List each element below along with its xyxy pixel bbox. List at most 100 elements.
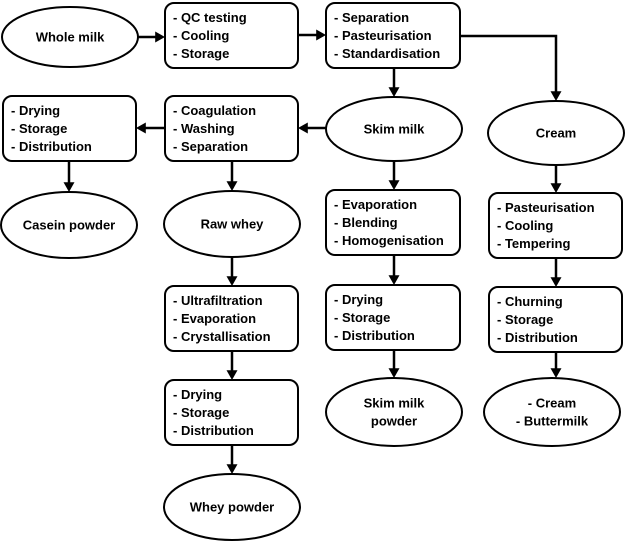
edge-ultrafiltration-to-drying-whey	[226, 351, 238, 380]
process-box	[164, 285, 299, 352]
node-skim-milk-powder: Skim milk powder	[325, 377, 463, 447]
node-cream-buttermilk: - Cream - Buttermilk	[483, 377, 621, 447]
node-cream: Cream	[487, 100, 625, 166]
edge-line	[460, 34, 558, 94]
edge-qc-to-separation	[298, 29, 326, 41]
step-label: - Blending	[334, 215, 398, 230]
step-label: - QC testing	[173, 10, 247, 25]
arrowhead	[155, 31, 165, 43]
arrowhead	[226, 181, 238, 191]
step-label: - Distribution	[497, 330, 578, 345]
arrowhead	[226, 370, 238, 380]
step-label: - Cooling	[497, 218, 553, 233]
edge-skim-milk-to-evaporation	[388, 161, 400, 190]
node-qc: - QC testing - Cooling - Storage	[164, 2, 299, 69]
step-label: - Storage	[173, 46, 229, 61]
step-label: - Drying	[334, 292, 383, 307]
process-box	[164, 2, 299, 69]
arrowhead	[226, 464, 238, 474]
arrowhead	[316, 29, 326, 41]
node-label: Whole milk	[36, 30, 105, 45]
edge-whole-milk-to-qc	[138, 31, 165, 43]
step-label: - Storage	[497, 312, 553, 327]
node-whey-powder: Whey powder	[163, 473, 301, 541]
step-label: - Distribution	[173, 423, 254, 438]
node-label: - Cream	[528, 396, 576, 411]
arrowhead	[136, 122, 146, 134]
node-ultrafiltration: - Ultrafiltration- Evaporation- Crystall…	[164, 285, 299, 352]
arrowhead	[550, 91, 562, 101]
node-pasteurisation-cream: - Pasteurisation - Cooling - Tempering	[488, 192, 623, 259]
arrowhead	[388, 368, 400, 378]
edge-raw-whey-to-ultrafiltration	[226, 257, 238, 286]
edge-cream-to-pasteurisation-cream	[550, 165, 562, 193]
step-label: - Distribution	[334, 328, 415, 343]
process-box	[325, 2, 461, 69]
node-whole-milk: Whole milk	[1, 6, 139, 68]
step-label: - Separation	[173, 139, 248, 154]
edge-skim-milk-to-coagulation	[298, 122, 326, 134]
edge-coagulation-to-drying-casein	[136, 122, 165, 134]
arrowhead	[550, 368, 562, 378]
node-skim-milk: Skim milk	[325, 96, 463, 162]
node-raw-whey: Raw whey	[163, 190, 301, 258]
node-label: - Buttermilk	[516, 414, 589, 429]
node-label: Casein powder	[23, 218, 115, 233]
arrowhead	[388, 180, 400, 190]
step-label: - Evaporation	[173, 311, 256, 326]
terminal-ellipse	[325, 377, 463, 447]
step-label: - Standardisation	[334, 46, 440, 61]
node-separation: - Separation- Pasteurisation- Standardis…	[325, 2, 461, 69]
node-label: powder	[371, 414, 417, 429]
edge-separation-to-skim-milk	[388, 68, 400, 97]
terminal-ellipse	[0, 191, 138, 259]
node-label: Skim milk	[364, 122, 425, 137]
step-label: - Storage	[334, 310, 390, 325]
step-label: - Distribution	[11, 139, 92, 154]
edges	[63, 29, 562, 474]
edge-evaporation-to-drying-skim	[388, 255, 400, 285]
terminal-ellipse	[483, 377, 621, 447]
step-label: - Washing	[173, 121, 235, 136]
step-label: - Pasteurisation	[497, 200, 595, 215]
node-label: Whey powder	[190, 500, 275, 515]
step-label: - Drying	[11, 103, 60, 118]
terminal-ellipse	[163, 190, 301, 258]
terminal-ellipse	[163, 473, 301, 541]
edge-drying-casein-to-casein-powder	[63, 161, 75, 192]
step-label: - Drying	[173, 387, 222, 402]
arrowhead	[550, 277, 562, 287]
node-label: Cream	[536, 126, 576, 141]
process-box	[488, 286, 623, 353]
step-label: - Cooling	[173, 28, 229, 43]
node-drying-casein: - Drying - Storage - Distribution	[2, 95, 137, 162]
node-label: Skim milk	[364, 396, 425, 411]
process-box	[325, 284, 461, 351]
step-label: - Coagulation	[173, 103, 256, 118]
arrowhead	[550, 183, 562, 193]
step-label: - Crystallisation	[173, 329, 271, 344]
process-box	[164, 379, 299, 446]
process-box	[2, 95, 137, 162]
process-box	[164, 95, 299, 162]
step-label: - Storage	[173, 405, 229, 420]
node-drying-whey: - Drying - Storage - Distribution	[164, 379, 299, 446]
node-casein-powder: Casein powder	[0, 191, 138, 259]
edge-drying-skim-to-skim-milk-powder	[388, 350, 400, 378]
edge-pasteurisation-cream-to-churning	[550, 258, 562, 287]
node-evaporation: - Evaporation- Blending- Homogenisation	[325, 189, 461, 256]
node-churning: - Churning- Storage- Distribution	[488, 286, 623, 353]
step-label: - Evaporation	[334, 197, 417, 212]
step-label: - Storage	[11, 121, 67, 136]
edge-churning-to-cream-buttermilk	[550, 352, 562, 378]
step-label: - Separation	[334, 10, 409, 25]
terminal-ellipse	[1, 6, 139, 68]
process-box	[488, 192, 623, 259]
arrowhead	[298, 122, 308, 134]
edge-separation-to-cream	[460, 34, 562, 101]
terminal-ellipse	[325, 96, 463, 162]
step-label: - Tempering	[497, 236, 570, 251]
arrowhead	[226, 276, 238, 286]
